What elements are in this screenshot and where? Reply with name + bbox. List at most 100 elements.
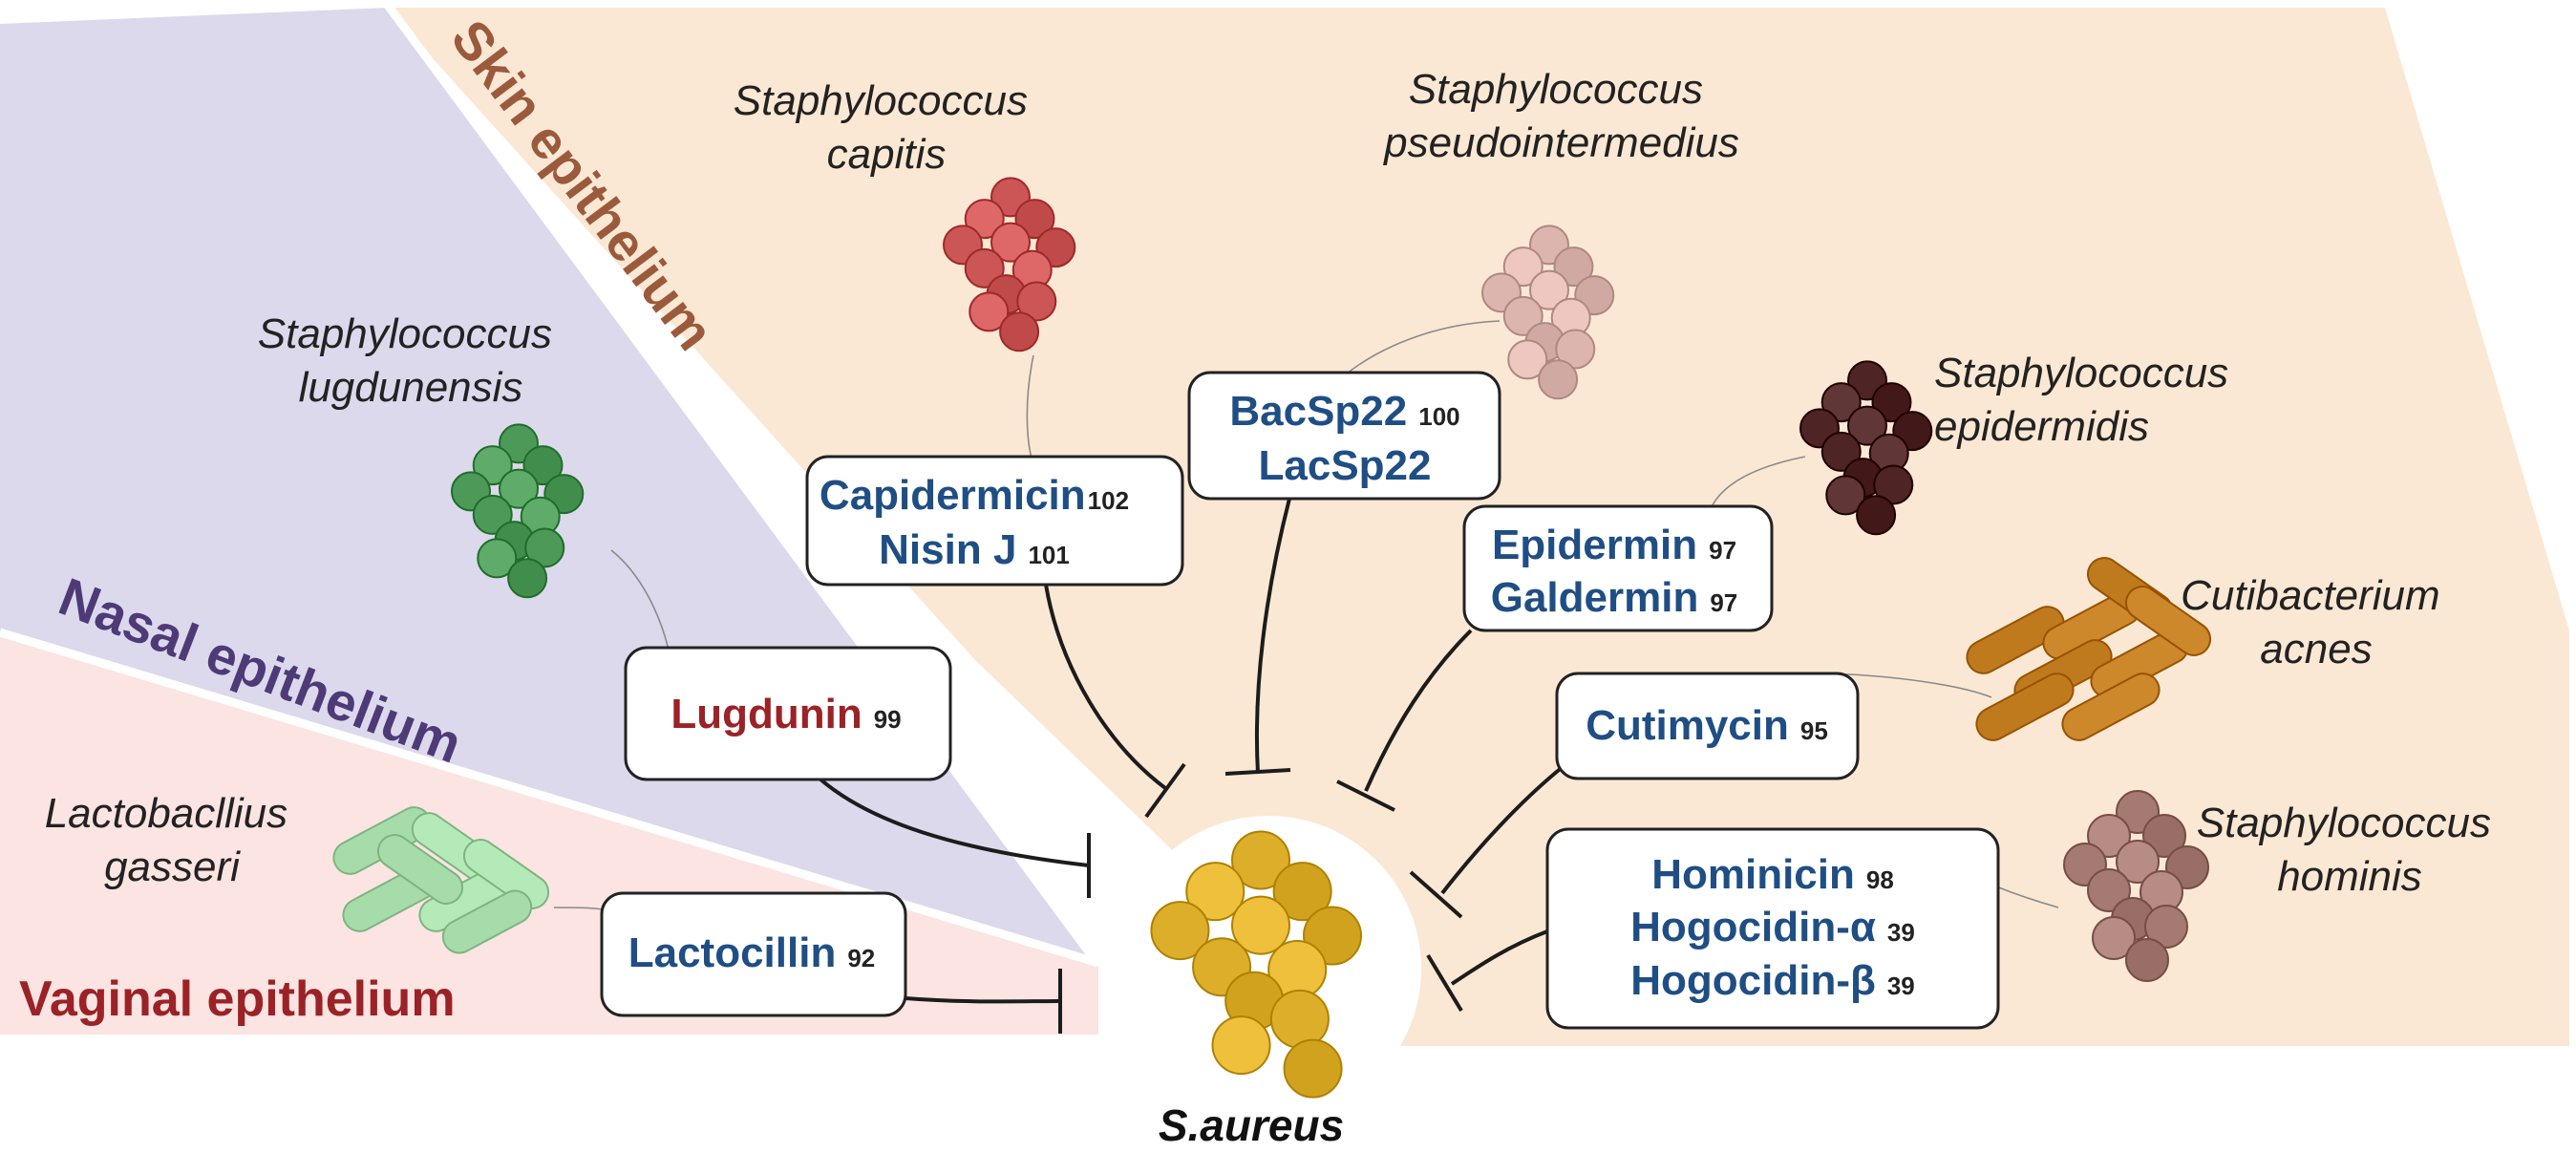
- bacteriocin-box-frame: [624, 646, 952, 781]
- coccus-cell: [499, 468, 539, 509]
- rod-cell: [1975, 673, 2075, 741]
- rod-cell: [2061, 673, 2161, 741]
- coccus-cell: [1856, 495, 1897, 536]
- leader-line: [1709, 456, 1806, 512]
- species-name-hominis: Staphylococcus hominis: [2197, 800, 2502, 900]
- s-aureus-label: S.aureus: [1159, 1100, 1344, 1150]
- inhibition-bar: [1144, 762, 1186, 819]
- coccus-cell: [522, 445, 564, 486]
- coccus-cell: [1820, 431, 1862, 472]
- leader-line: [553, 907, 603, 910]
- coccus-cell: [1016, 281, 1057, 322]
- coccus-cell: [2142, 814, 2186, 858]
- rod-cell: [2124, 586, 2212, 656]
- rod-cell: [462, 839, 550, 909]
- s-aureus-cluster-icon: [1150, 830, 1362, 1099]
- coccus-cell: [524, 527, 565, 568]
- species-labels: Staphylococcus capitis Staphylococcus ps…: [45, 66, 2502, 900]
- coccus-cell: [1502, 246, 1543, 288]
- region-separator: [380, 0, 1102, 968]
- species-name-capitis: Staphylococcus capitis: [734, 77, 1039, 178]
- rod-cell: [376, 834, 464, 905]
- coccus-cell: [990, 222, 1031, 263]
- capidermicin-inhibition-arrow: [1044, 584, 1167, 790]
- bacteriocin-box-frame: [1187, 371, 1501, 501]
- coccus-cell: [1014, 199, 1055, 240]
- species-name-acnes: Cutibacterium acnes: [2181, 572, 2452, 673]
- rod-cell: [441, 889, 533, 954]
- bacteriocin-box-frame: [600, 891, 907, 1017]
- bacsp22-inhibition-arrow: [1254, 498, 1291, 775]
- coccus-cell: [1283, 1038, 1343, 1099]
- bacteriocin-box-frame: [1555, 672, 1860, 780]
- coccus-cell: [477, 538, 518, 579]
- inhibition-bar: [1426, 953, 1463, 1013]
- coccus-cell: [1538, 359, 1579, 400]
- coccus-cell: [1820, 382, 1862, 423]
- lugdunin-inhibition-arrow: [818, 777, 1090, 867]
- coccus-cell: [2125, 938, 2169, 982]
- coccus-cell: [964, 199, 1005, 240]
- coccus-cell: [1150, 901, 1210, 961]
- species-name-gasseri: Lactobacllius gasseri: [45, 790, 300, 890]
- staphylococcus-hominis-cluster-icon: [2063, 790, 2209, 982]
- inhibition-bar: [1336, 779, 1395, 812]
- coccus-cell: [472, 445, 513, 486]
- inhibition-bar: [1409, 870, 1463, 919]
- staphylococcus-epidermidis-cluster-icon: [1799, 360, 1933, 536]
- staphylococcus-lugdunensis-cluster-icon: [451, 423, 585, 599]
- rod-cell: [1966, 606, 2065, 674]
- hominicin-inhibition-arrow: [1450, 929, 1548, 986]
- species-name-pseudintermedius: Staphylococcus pseudointermedius: [1382, 66, 1739, 166]
- bacteriocin-box-frame: [1545, 827, 2000, 1030]
- coccus-cell: [2116, 840, 2160, 884]
- inhibition-arrows: [818, 498, 1565, 1034]
- coccus-cell: [2092, 916, 2136, 960]
- coccus-cell: [1825, 475, 1866, 516]
- coccus-cell: [1272, 862, 1332, 922]
- coccus-cell: [1211, 1015, 1271, 1076]
- coccus-cell: [1231, 895, 1290, 955]
- coccus-cell: [2087, 814, 2131, 858]
- coccus-cell: [472, 494, 513, 535]
- coccus-cell: [1555, 329, 1596, 370]
- coccus-cell: [1871, 382, 1912, 423]
- coccus-cell: [2087, 868, 2131, 912]
- coccus-cell: [1873, 464, 1914, 505]
- vaginal-epithelium-label: Vaginal epithelium: [19, 972, 456, 1027]
- coccus-cell: [969, 291, 1010, 332]
- coccus-cell: [1847, 405, 1887, 446]
- staphylococcus-capitis-cluster-icon: [943, 177, 1076, 352]
- coccus-cell: [964, 247, 1005, 288]
- coccus-cell: [1269, 989, 1330, 1049]
- bacteriocin-line: LacSp22: [1259, 442, 1432, 489]
- leader-line: [610, 549, 670, 651]
- lactocillin-inhibition-arrow: [905, 996, 1061, 1004]
- coccus-cell: [1553, 246, 1594, 288]
- coccus-cell: [1507, 339, 1548, 380]
- species-name-epidermidis: Staphylococcus epidermidis: [1934, 350, 2240, 450]
- cutibacterium-acnes-rods-icon: [1966, 557, 2212, 741]
- species-name-lugdunensis: Staphylococcus lugdunensis: [258, 310, 564, 411]
- coccus-cell: [507, 558, 548, 599]
- coccus-cell: [1231, 830, 1290, 890]
- staphylococcus-pseudointermedius-cluster-icon: [1481, 224, 1615, 400]
- inhibition-bar: [1224, 768, 1291, 776]
